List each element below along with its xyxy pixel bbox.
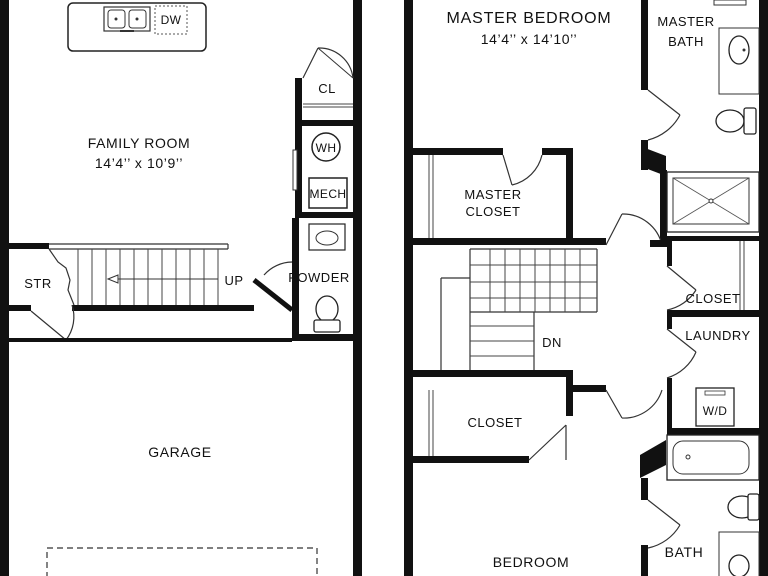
upper-right-wall	[759, 0, 768, 576]
garage-label: GARAGE	[148, 444, 212, 460]
hall-door-swing	[605, 213, 663, 246]
family-room-dims: 14’4’’ x 10’9’’	[95, 155, 183, 171]
closet-upper-right: CLOSET	[666, 236, 759, 317]
bedroom-door-swing	[605, 389, 663, 419]
mech-label: MECH	[310, 187, 347, 201]
stairs-up-label: UP	[224, 273, 243, 288]
master-closet: MASTER CLOSET	[413, 148, 606, 245]
dishwasher-label: DW	[161, 13, 182, 27]
master-toilet-icon	[715, 107, 757, 135]
master-closet-label-1: MASTER	[464, 187, 521, 202]
storage-label: STR	[24, 276, 52, 291]
closet-door-swing	[302, 47, 354, 79]
master-bath-label-2: BATH	[668, 34, 704, 49]
stairs-down-label: DN	[542, 335, 562, 350]
bath-door-swing	[647, 499, 681, 549]
master-sink-icon	[728, 35, 750, 65]
powder-toilet-icon	[313, 295, 341, 333]
powder-label: POWDER	[288, 270, 350, 285]
double-sink-icon	[103, 6, 151, 32]
bedroom-label: BEDROOM	[493, 554, 570, 570]
laundry-label: LAUNDRY	[685, 328, 750, 343]
closet-lower-door-swing	[528, 424, 567, 461]
bath-label: BATH	[665, 544, 704, 560]
storage: STR	[9, 276, 75, 341]
closet-cl: CL	[295, 47, 354, 126]
bathtub-icon	[672, 440, 750, 475]
dishwasher-box	[154, 5, 188, 35]
closet-cl-label: CL	[318, 81, 336, 96]
garage-wall	[9, 338, 292, 342]
closet-lower: CLOSET	[413, 370, 663, 463]
garage-door-outline	[46, 547, 318, 576]
powder-room: POWDER	[252, 218, 353, 341]
master-bedroom-dims: 14’4’’ x 14’10’’	[481, 31, 578, 47]
stairs-up: UP	[9, 243, 254, 311]
laundry-door-swing	[666, 328, 697, 379]
closet-lower-label: CLOSET	[467, 415, 522, 430]
master-bath: MASTER BATH	[641, 0, 760, 245]
closet-right-door-swing	[666, 265, 697, 311]
mech-box	[308, 177, 348, 209]
master-closet-label-2: CLOSET	[465, 204, 520, 219]
laundry: LAUNDRY W/D	[666, 317, 759, 435]
upper-level: MASTER BEDROOM 14’4’’ x 14’10’’ MASTER B…	[404, 0, 768, 576]
water-heater-icon	[311, 132, 341, 162]
master-bath-label-1: MASTER	[657, 14, 714, 29]
powder-door-swing	[263, 261, 293, 276]
master-bedroom-label: MASTER BEDROOM	[447, 10, 612, 27]
upper-left-wall	[404, 0, 413, 576]
water-heater-label: WH	[316, 141, 337, 155]
bath: BATH	[640, 434, 760, 576]
lower-left-wall	[0, 0, 9, 576]
washer-dryer-label: W/D	[703, 404, 728, 418]
stair-break-line	[48, 248, 75, 306]
stairs-down: DN	[440, 248, 598, 370]
closet-upper-right-label: CLOSET	[685, 291, 740, 306]
storage-door-swing	[30, 304, 75, 341]
utility-room: WH MECH	[292, 123, 353, 218]
lower-level: DW FAMILY ROOM 14’4’’ x 10’9’’ CL WH MEC…	[0, 0, 362, 576]
master-closet-door-swing	[502, 154, 543, 186]
lower-right-wall	[353, 0, 362, 576]
master-bath-door-swing	[647, 89, 681, 141]
bath-sink-icon	[728, 554, 750, 576]
family-room-label: FAMILY ROOM	[88, 135, 191, 151]
bath-toilet-icon	[727, 493, 760, 521]
